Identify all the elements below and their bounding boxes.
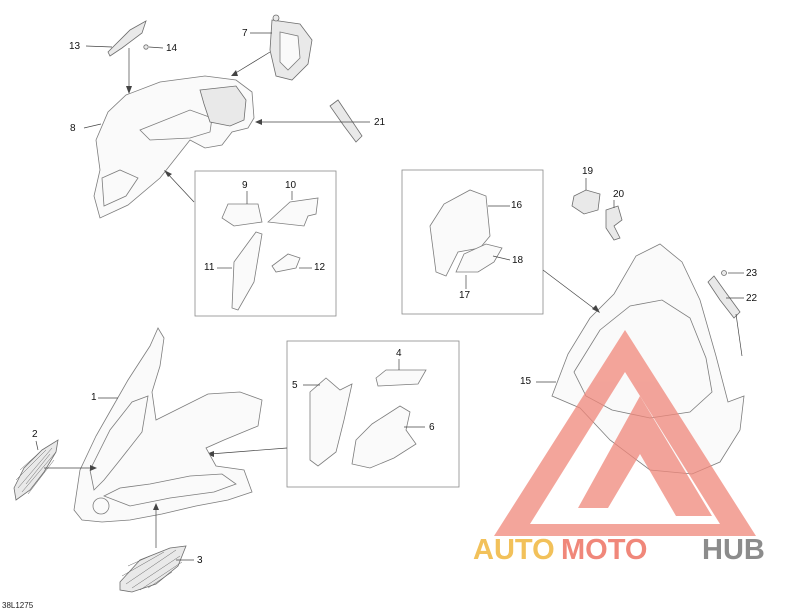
part-20-knob <box>605 205 623 241</box>
callout-13: 13 <box>69 41 81 52</box>
callout-12: 12 <box>314 262 326 273</box>
callout-9: 9 <box>242 180 248 191</box>
watermark-text-auto: AUTO <box>473 534 555 566</box>
callout-11: 11 <box>204 262 215 273</box>
callout-3: 3 <box>197 555 203 566</box>
diagram-reference-code: 38L1275 <box>2 601 34 610</box>
decal-kit-box-b <box>401 169 544 315</box>
part-17-panel <box>455 243 503 273</box>
decal-kit-box-c <box>286 340 460 488</box>
part-14-screw <box>143 44 149 50</box>
part-5-decal <box>309 377 353 467</box>
part-21-mount-bar <box>329 99 363 143</box>
part-19-clip <box>571 189 601 215</box>
part-11-decal <box>231 231 263 311</box>
decal-kit-box-a <box>194 170 337 317</box>
part-22-mount-bar <box>707 275 741 319</box>
watermark-text-moto: MOTO <box>561 534 648 566</box>
callout-18: 18 <box>512 255 524 266</box>
part-9-decal <box>221 203 263 227</box>
callout-5: 5 <box>292 380 298 391</box>
callout-23: 23 <box>746 268 758 279</box>
callout-10: 10 <box>285 180 297 191</box>
callout-21: 21 <box>374 117 386 128</box>
callout-22: 22 <box>746 293 758 304</box>
part-10-decal <box>267 197 319 227</box>
part-1-front-fairing <box>73 327 263 523</box>
watermark-text-hub: HUB <box>702 534 765 566</box>
callout-17: 17 <box>459 290 471 301</box>
callout-4: 4 <box>396 348 402 359</box>
callout-6: 6 <box>429 422 435 433</box>
part-12-decal <box>271 253 301 273</box>
callout-20: 20 <box>613 189 625 200</box>
callout-2: 2 <box>32 429 38 440</box>
callout-16: 16 <box>511 200 523 211</box>
part-23-screw <box>721 270 727 276</box>
callout-15: 15 <box>520 376 532 387</box>
callout-8: 8 <box>70 123 76 134</box>
part-13-vent-strip <box>107 20 147 57</box>
callout-14: 14 <box>166 43 178 54</box>
part-3-grille <box>119 545 187 593</box>
callout-19: 19 <box>582 166 594 177</box>
callout-1: 1 <box>91 392 97 403</box>
watermark-logo-icon <box>494 330 756 536</box>
part-4-decal <box>375 369 427 387</box>
part-6-decal <box>351 405 417 469</box>
part-16-panel <box>429 189 491 277</box>
callout-7: 7 <box>242 28 248 39</box>
